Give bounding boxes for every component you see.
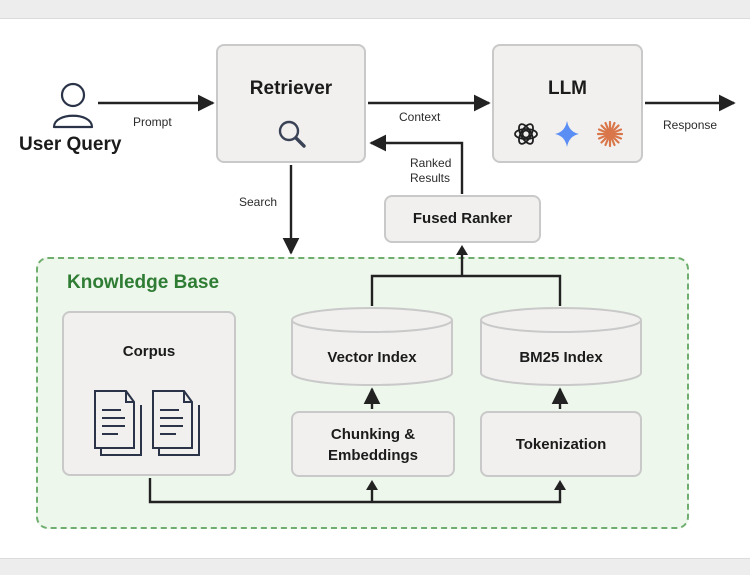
corpus-box: Corpus: [62, 311, 236, 476]
chunking-title-line1: Chunking &: [330, 426, 416, 443]
vector-index-title: Vector Index: [327, 349, 417, 366]
response-label: Response: [663, 118, 718, 132]
retriever-title: Retriever: [249, 78, 333, 99]
context-label: Context: [399, 110, 441, 124]
chunking-embeddings-box: Chunking & Embeddings: [291, 411, 455, 477]
knowledge-base-title: Knowledge Base: [67, 272, 220, 293]
to-chunking-arrowhead: [366, 480, 378, 490]
ranked-label: Ranked: [410, 156, 452, 170]
tokenization-box: Tokenization: [480, 411, 642, 477]
user-query-label: User Query: [19, 134, 122, 155]
claude-burst-icon: [596, 120, 624, 148]
to-tokenization-arrowhead: [554, 480, 566, 490]
search-label: Search: [239, 195, 278, 209]
corpus-title: Corpus: [122, 343, 176, 360]
fused-ranker-title: Fused Ranker: [412, 210, 513, 227]
magnifier-icon: [278, 120, 306, 148]
openai-logo-icon: [514, 123, 538, 145]
bm25-index-cylinder: [480, 307, 642, 386]
results-label: Results: [410, 171, 451, 185]
vector-index-cylinder: [291, 307, 453, 386]
gemini-star-icon: [555, 121, 579, 147]
corpus-distribution-connector: [148, 478, 562, 504]
ranked-results-arrow: [369, 134, 464, 194]
documents-icon: [94, 390, 200, 456]
llm-title: LLM: [547, 78, 588, 99]
prompt-label: Prompt: [133, 115, 172, 129]
fused-inputs-connector: [370, 248, 562, 306]
retriever-box: Retriever: [216, 44, 366, 163]
chunking-title-line2: Embeddings: [327, 447, 418, 464]
fused-input-arrowhead: [456, 245, 468, 255]
bm25-index-title: BM25 Index: [519, 349, 603, 366]
user-icon: [52, 82, 94, 129]
tokenization-title: Tokenization: [515, 436, 607, 453]
fused-ranker-box: Fused Ranker: [384, 195, 541, 243]
